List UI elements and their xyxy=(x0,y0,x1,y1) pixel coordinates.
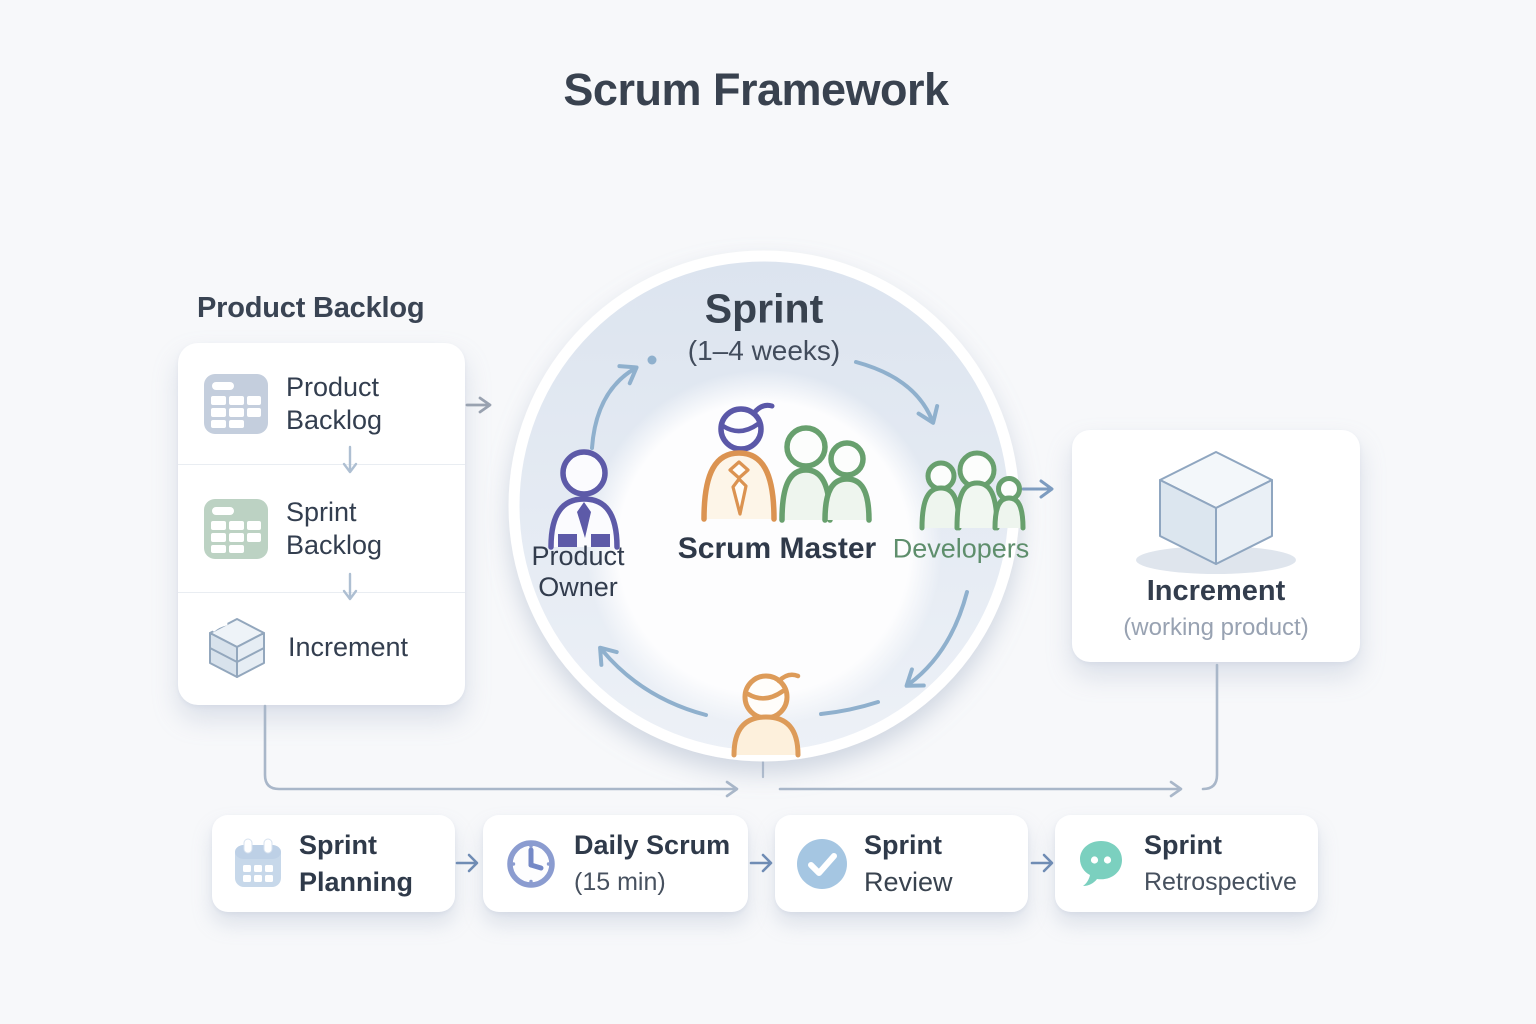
flow-arrow-icon xyxy=(1030,853,1054,873)
sprint-subtitle: (1–4 weeks) xyxy=(687,335,841,366)
check-circle-icon xyxy=(797,838,847,889)
artifact-row-product-backlog: Product Backlog xyxy=(178,343,465,464)
artifact-label: Sprint Backlog xyxy=(286,496,383,560)
sprint-circle xyxy=(508,250,1020,762)
sprint-title: Sprint xyxy=(704,285,824,332)
event-label: Daily Scrum (15 min) xyxy=(574,830,731,896)
sprint-cycle-arrows xyxy=(590,355,969,717)
event-card-sprint-review: Sprint Review xyxy=(775,815,1028,912)
bottom-person-figure xyxy=(731,672,801,758)
event-card-daily-scrum: Daily Scrum (15 min) xyxy=(483,815,748,912)
event-card-sprint-retrospective: Sprint Retrospective xyxy=(1055,815,1318,912)
flow-arrow-icon xyxy=(749,853,773,873)
calendar-icon xyxy=(235,838,281,887)
developers-trio-figure xyxy=(919,450,1026,531)
product-owner-figure xyxy=(548,449,620,550)
scrum-master-figure xyxy=(701,402,777,522)
artifact-label: Increment xyxy=(288,632,409,662)
event-card-sprint-planning: Sprint Planning xyxy=(212,815,455,912)
table-grid-blue-icon xyxy=(204,373,268,434)
stacked-cube-icon xyxy=(209,617,265,678)
event-label: Sprint Review xyxy=(864,830,953,897)
product-backlog-heading: Product Backlog xyxy=(197,292,425,324)
increment-subtitle: (working product) xyxy=(1123,614,1309,641)
flow-arrow-icon xyxy=(455,853,479,873)
table-grid-green-icon xyxy=(204,498,268,559)
event-label: Sprint Retrospective xyxy=(1144,830,1297,896)
product-owner-label: Product Owner xyxy=(531,541,625,602)
page-title: Scrum Framework xyxy=(563,64,949,115)
clock-icon xyxy=(507,839,555,888)
artifact-row-increment: Increment xyxy=(178,593,465,702)
increment-title: Increment xyxy=(1146,575,1286,607)
artifact-label: Product Backlog xyxy=(286,371,383,435)
scrum-master-label: Scrum Master xyxy=(677,532,877,565)
increment-card: Increment (working product) xyxy=(1072,430,1360,662)
developers-label: Developers xyxy=(892,533,1030,564)
artifact-row-sprint-backlog: Sprint Backlog xyxy=(178,464,465,593)
artifacts-card: Product Backlog Sprint Backlog xyxy=(178,343,465,705)
chat-bubble-icon xyxy=(1080,840,1122,886)
event-label: Sprint Planning xyxy=(299,830,413,897)
cube-3d-icon xyxy=(1072,444,1360,579)
developers-pair-figure xyxy=(779,425,872,523)
